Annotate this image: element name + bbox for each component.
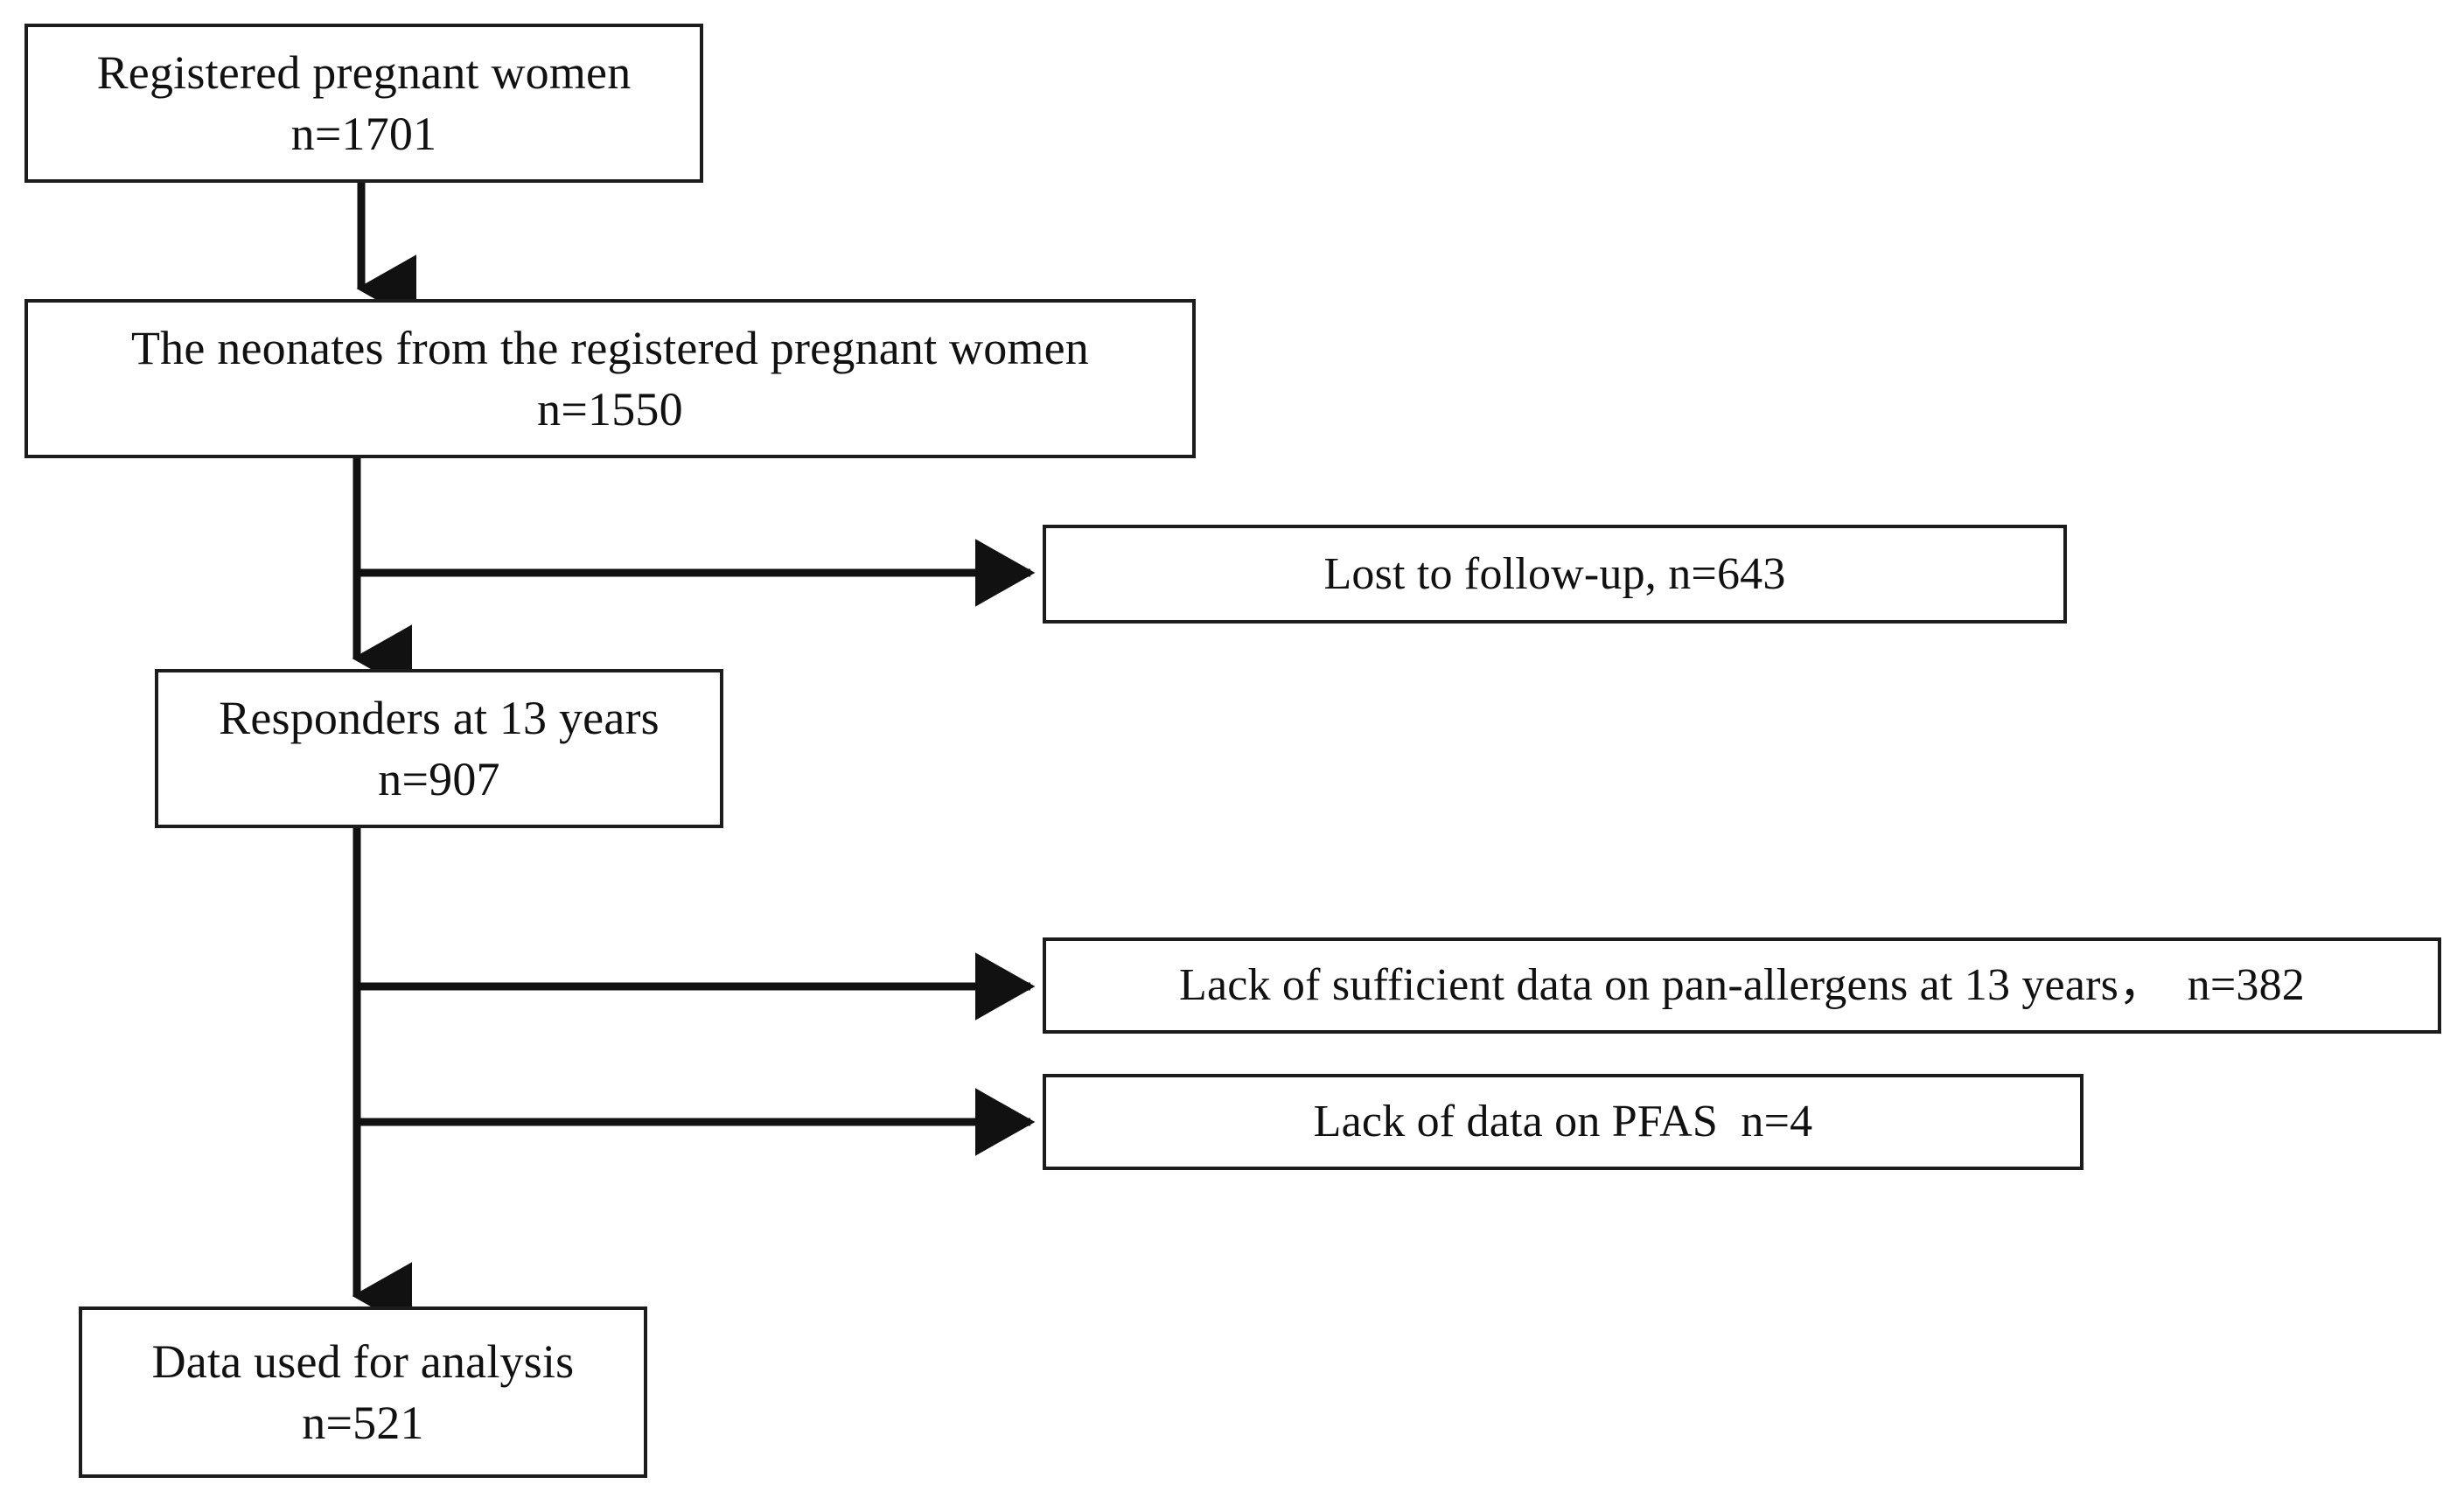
node-data-used-for-analysis: Data used for analysis n=521: [79, 1306, 647, 1478]
node-registered-pregnant-women: Registered pregnant women n=1701: [24, 24, 703, 183]
node-lost-to-follow-up: Lost to follow-up, n=643: [1043, 525, 2067, 624]
node-analysis-label: Data used for analysis: [151, 1334, 575, 1388]
node-responders-label: Responders at 13 years: [219, 691, 660, 744]
node-neonates-count: n=1550: [537, 383, 683, 435]
node-responders-count: n=907: [378, 753, 500, 805]
node-registered-count: n=1701: [290, 108, 437, 160]
node-lack-of-pfas-data: Lack of data on PFAS n=4: [1043, 1074, 2084, 1170]
node-lack-of-pan-allergen-data: Lack of sufficient data on pan-allergens…: [1043, 937, 2441, 1034]
node-responders-at-13-years: Responders at 13 years n=907: [155, 669, 723, 828]
node-panallergens-label: Lack of sufficient data on pan-allergens…: [1179, 960, 2305, 1011]
node-lost-label: Lost to follow-up, n=643: [1323, 548, 1786, 599]
node-pfas-label: Lack of data on PFAS n=4: [1313, 1097, 1813, 1147]
node-registered-label: Registered pregnant women: [96, 45, 632, 99]
node-analysis-count: n=521: [302, 1397, 424, 1449]
node-neonates: The neonates from the registered pregnan…: [24, 299, 1196, 458]
node-neonates-label: The neonates from the registered pregnan…: [131, 321, 1089, 374]
